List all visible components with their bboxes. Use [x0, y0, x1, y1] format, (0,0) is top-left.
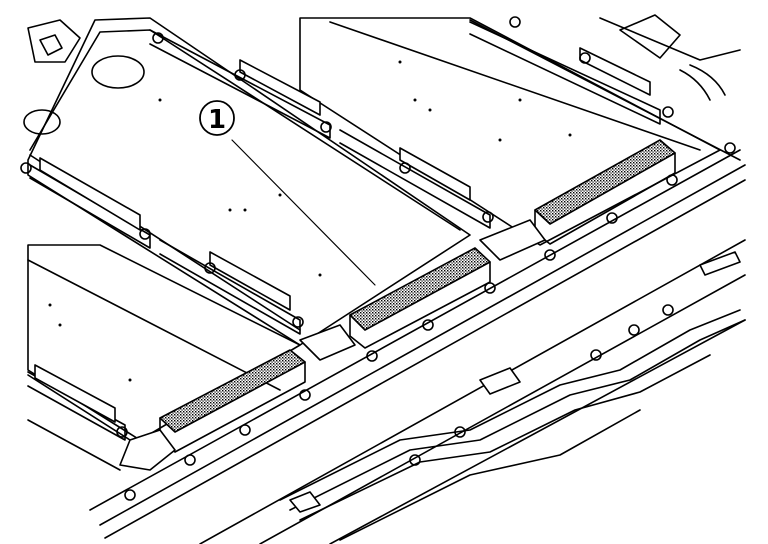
upper-right-module [299, 14, 741, 246]
plate-rivets [48, 60, 572, 382]
callout-leader-line [231, 139, 376, 286]
callout-label-1: 1 [208, 105, 226, 135]
side-frame-rails [89, 149, 746, 544]
callout-circle [199, 100, 235, 136]
module-separator-rails [27, 21, 661, 441]
hatched-channel-cover [119, 139, 676, 471]
mounting-bolts [20, 16, 736, 501]
